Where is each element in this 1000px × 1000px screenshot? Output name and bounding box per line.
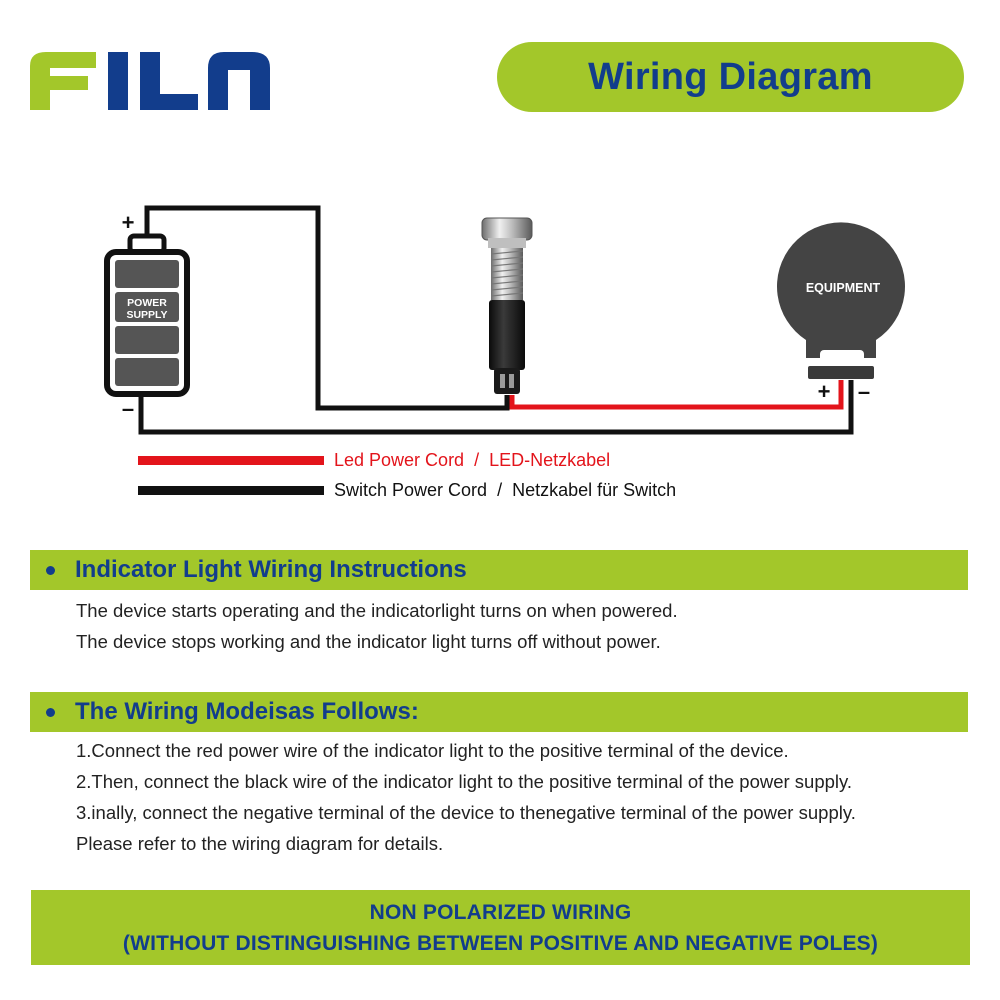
section1-line: The device starts operating and the indi…: [76, 600, 678, 621]
bullet-dot: [46, 565, 55, 575]
section2-line: 3.inally, connect the negative terminal …: [76, 802, 856, 823]
equipment-positive-label: +: [818, 379, 831, 404]
battery-positive-label: +: [122, 210, 135, 235]
legend-switch: Switch Power Cord / Netzkabel für Switch: [138, 479, 676, 501]
logo-letter-n: [208, 52, 270, 110]
section1-body: The device starts operating and the indi…: [76, 595, 976, 657]
legend-switch-de: Netzkabel für Switch: [512, 479, 677, 500]
footer-line2: (WITHOUT DISTINGUISHING BETWEEN POSITIVE…: [122, 931, 879, 955]
led-wire-to-equipment-positive: [509, 380, 844, 410]
filn-logo: [30, 52, 270, 110]
battery-label-line2: SUPPLY: [126, 309, 167, 321]
section2-line: 1.Connect the red power wire of the indi…: [76, 740, 789, 761]
logo-letter-l: [140, 52, 198, 110]
battery-icon: POWER SUPPLY: [104, 233, 190, 397]
equipment-label: EQUIPMENT: [806, 281, 881, 295]
section-wiring-mode: The Wiring Modeisas Follows:: [30, 692, 968, 732]
logo-letter-i: [108, 52, 128, 110]
legend-led-sep: /: [464, 449, 490, 470]
section2-line: 2.Then, connect the black wire of the in…: [76, 771, 853, 792]
switch-wire-to-battery-positive: [144, 205, 510, 411]
page-title: Wiring Diagram: [588, 55, 873, 98]
legend-led-swatch: [138, 455, 324, 465]
equipment-negative-label: –: [858, 379, 870, 404]
negative-return-wire: [138, 380, 854, 435]
legend-led: Led Power Cord / LED-Netzkabel: [138, 449, 610, 471]
bullet-dot: [46, 707, 55, 717]
section-indicator-instructions: Indicator Light Wiring Instructions: [30, 550, 968, 590]
legend-switch-swatch: [138, 485, 324, 495]
section2-body: 1.Connect the red power wire of the indi…: [76, 735, 976, 859]
legend-led-de: LED-Netzkabel: [489, 449, 611, 470]
battery-label-line1: POWER: [127, 297, 167, 309]
equipment-icon: EQUIPMENT: [777, 222, 905, 379]
non-polarized-banner: NON POLARIZED WIRING (WITHOUT DISTINGUIS…: [31, 890, 970, 965]
section2-line: Please refer to the wiring diagram for d…: [76, 833, 444, 854]
indicator-light-icon: [481, 217, 533, 394]
section-heading: Indicator Light Wiring Instructions: [75, 556, 467, 583]
section-heading: The Wiring Modeisas Follows:: [75, 698, 419, 725]
legend-led-en: Led Power Cord: [334, 449, 465, 470]
legend-switch-sep: /: [487, 479, 513, 500]
logo-letter-f: [30, 52, 96, 110]
battery-negative-label: –: [122, 396, 134, 421]
section1-line: The device stops working and the indicat…: [76, 631, 661, 652]
title-pill: Wiring Diagram: [497, 42, 964, 112]
wiring-diagram: POWER SUPPLY + –: [104, 205, 905, 435]
legend-switch-en: Switch Power Cord: [334, 479, 488, 500]
footer-line1: NON POLARIZED WIRING: [369, 900, 632, 924]
